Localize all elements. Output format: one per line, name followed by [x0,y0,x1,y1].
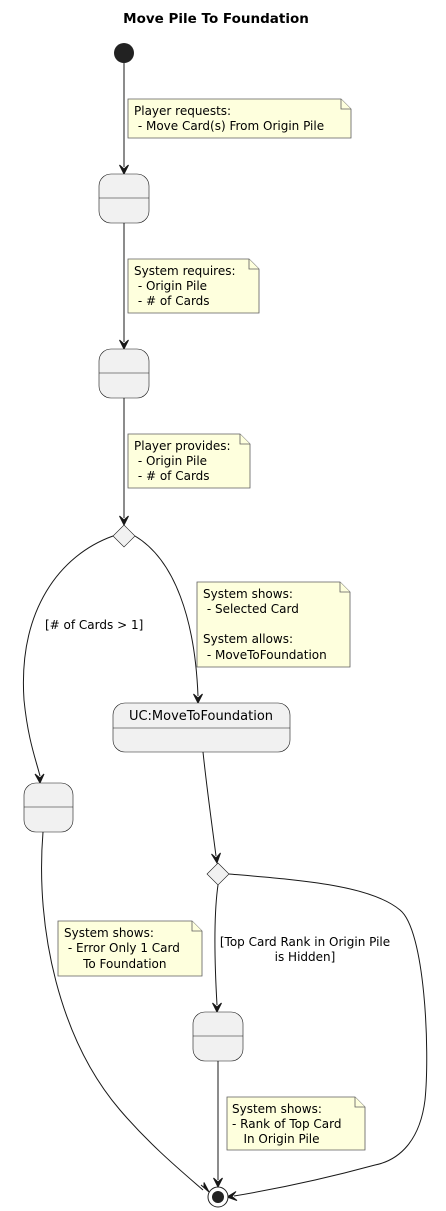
note-line: - Move Card(s) From Origin Pile [134,119,324,133]
note-line: System shows: [64,926,154,940]
edge-state1-to-state2 [119,223,129,351]
note-line: Player requests: [134,104,231,118]
edge-reveal-state-to-end [213,1061,223,1189]
end-node [207,1186,229,1208]
note-line: - Error Only 1 Card [64,941,180,955]
note-line: System shows: [203,587,293,601]
note-line: In Origin Pile [232,1132,320,1146]
edge-choice-to-reveal-state [212,884,222,1014]
note-line: - Origin Pile [134,279,207,293]
note-player-requests: Player requests: - Move Card(s) From Ori… [127,98,352,139]
edge-choice-to-end [225,873,428,1201]
edge-move-to-foundation-to-choice [202,751,221,865]
edge-choice-to-error-state [22,535,114,785]
edge-start-to-state1 [119,63,129,176]
note-line: System shows: [232,1102,322,1116]
note-line: System requires: [134,264,236,278]
note-line: - Selected Card [203,602,299,616]
guard-cards-gt-one: [# of Cards > 1] [45,618,143,632]
state-reveal-rank [192,1011,244,1062]
note-line: System allows: [203,632,293,646]
note-line: To Foundation [64,957,167,971]
state-request [98,173,150,224]
note-line: - MoveToFoundation [203,648,327,662]
note-system-requires: System requires: - Origin Pile - # of Ca… [127,258,260,314]
choice-node-top-card [206,862,230,886]
state-error [23,782,74,833]
start-node [114,43,134,63]
note-player-provides: Player provides: - Origin Pile - # of Ca… [127,433,251,489]
note-system-shows-rank: System shows: - Rank of Top Card In Orig… [226,1096,366,1151]
note-system-shows-allows: System shows: - Selected Card System all… [196,581,351,668]
state-label: UC:MoveToFoundation [129,709,273,724]
state-require [98,348,150,399]
state-move-to-foundation: UC:MoveToFoundation [112,702,291,753]
note-line: - # of Cards [134,469,210,483]
diagram-title: Move Pile To Foundation [123,11,309,27]
note-line: Player provides: [134,439,231,453]
guard-top-card-hidden: is Hidden] [275,950,336,964]
note-line: - # of Cards [134,294,210,308]
guard-top-card-hidden: [Top Card Rank in Origin Pile [220,935,390,949]
choice-node-card-count [112,524,136,548]
edge-error-state-to-end [41,831,210,1193]
note-line: - Rank of Top Card [232,1117,341,1131]
note-system-shows-error: System shows: - Error Only 1 Card To Fou… [57,920,203,977]
edge-choice-to-move-to-foundation [134,535,203,705]
note-line: - Origin Pile [134,454,207,468]
edge-state2-to-choice [119,398,129,527]
